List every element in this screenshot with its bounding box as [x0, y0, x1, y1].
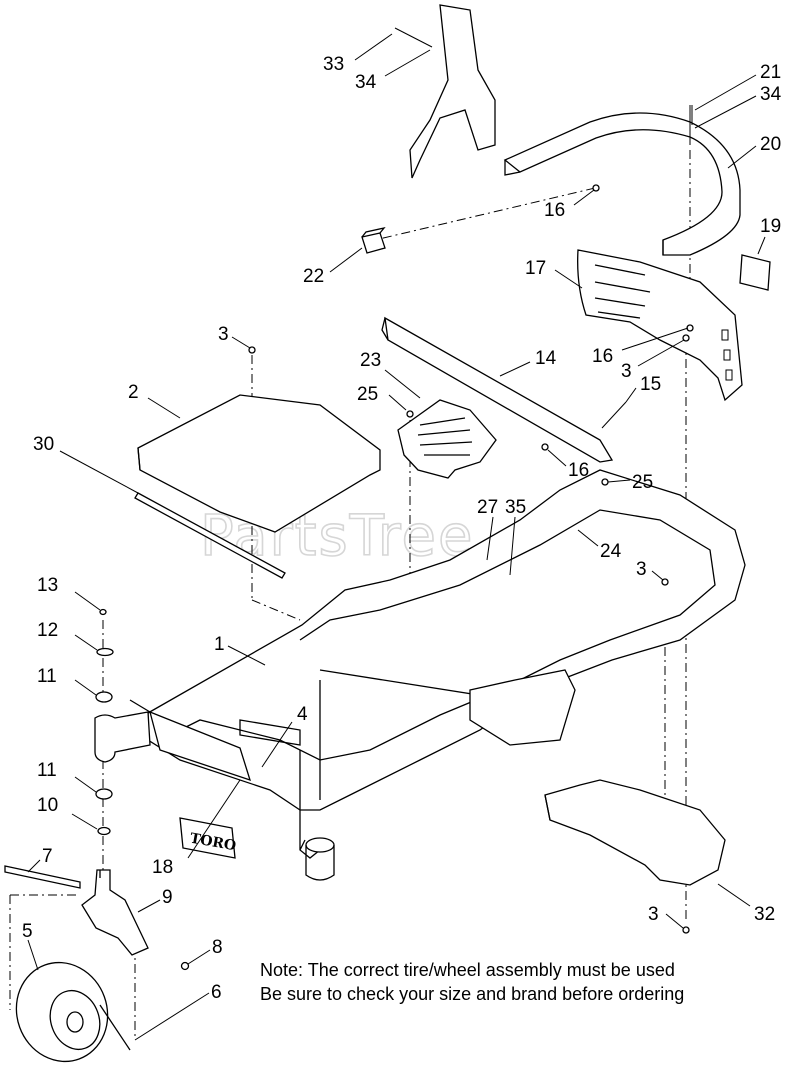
callout-16: 16: [544, 200, 565, 221]
callout-11: 11: [37, 666, 57, 687]
part-7-axle-bolt: [4, 865, 81, 889]
part-19-decal: [739, 254, 771, 291]
callout-24: 24: [600, 541, 622, 562]
part-32-lower-shield: [544, 779, 726, 886]
callout-34: 34: [355, 72, 377, 93]
part-5-wheel: [15, 961, 131, 1063]
callout-16: 16: [568, 460, 589, 481]
callout-17: 17: [525, 258, 546, 279]
callout-11: 11: [37, 760, 57, 781]
callout-5: 5: [22, 921, 33, 942]
part-20-handle-bar: [503, 105, 741, 256]
emblem-text: TORO: [189, 831, 238, 855]
callout-3: 3: [648, 904, 659, 925]
callout-9: 9: [162, 887, 173, 908]
callout-8: 8: [212, 937, 223, 958]
callout-33: 33: [323, 54, 344, 75]
part-14-support-bar: [381, 316, 614, 463]
callout-34: 34: [760, 84, 782, 105]
fasteners: [180, 105, 694, 971]
part-4-crossmember: [239, 719, 301, 746]
part-1-main-frame: [129, 469, 746, 881]
callout-16: 16: [592, 346, 613, 367]
part-18-emblem: TORO: [179, 817, 238, 859]
callout-3: 3: [636, 559, 647, 580]
callout-15: 15: [640, 374, 661, 395]
callout-6: 6: [211, 982, 222, 1003]
callout-32: 32: [754, 904, 775, 925]
callout-25: 25: [357, 384, 378, 405]
part-22-block: [361, 226, 386, 254]
callout-21: 21: [760, 62, 781, 83]
callout-19: 19: [760, 216, 781, 237]
part-23-grille-cover: [397, 399, 497, 479]
note-line-2: Be sure to check your size and brand bef…: [260, 984, 685, 1004]
callout-4: 4: [297, 704, 308, 725]
callout-27: 27: [477, 497, 498, 518]
callout-1: 1: [214, 634, 225, 655]
callout-18: 18: [152, 857, 173, 878]
callout-35: 35: [505, 497, 526, 518]
callout-14: 14: [535, 348, 557, 369]
callout-3: 3: [218, 324, 229, 345]
callout-30: 30: [33, 434, 54, 455]
callout-20: 20: [760, 134, 781, 155]
callout-3: 3: [621, 361, 632, 382]
part-17-shield-plate: [577, 249, 743, 402]
part-9-caster-fork: [81, 869, 149, 956]
callout-13: 13: [37, 575, 58, 596]
part-30-strip: [134, 492, 286, 579]
callout-12: 12: [37, 620, 58, 641]
caster-stack: [94, 608, 151, 836]
callout-2: 2: [128, 382, 139, 403]
note-line-1: Note: The correct tire/wheel assembly mu…: [260, 960, 675, 980]
part-2-deck-plate: [137, 394, 381, 533]
callout-7: 7: [42, 846, 53, 867]
callouts: 33 34 21 34 20 16 19 22 17 3 16 3 14 23 …: [22, 33, 782, 1041]
callout-22: 22: [303, 266, 324, 287]
callout-10: 10: [37, 795, 58, 816]
callout-25: 25: [632, 472, 653, 493]
callout-23: 23: [360, 350, 381, 371]
part-33-bracket: [394, 4, 496, 179]
